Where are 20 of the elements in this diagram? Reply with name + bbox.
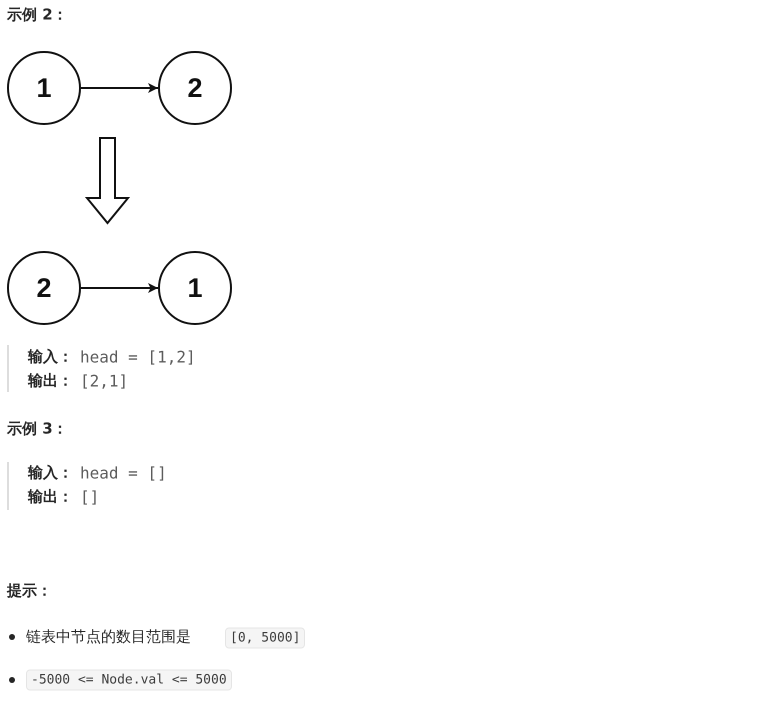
list-node-circle: 2 [158,51,232,125]
code-text: head = [] [80,464,167,482]
section-heading: 提示： [7,582,52,600]
section-heading: 示例 2： [7,6,68,24]
arrow [81,283,158,293]
code-text: head = [1,2] [80,348,196,366]
list-node-circle: 1 [158,251,232,325]
code-text: [] [80,488,100,506]
list-node-circle: 2 [7,251,81,325]
section-heading: 示例 3： [7,420,68,438]
list-node-circle: 1 [7,51,81,125]
inline-code: [0, 5000] [225,628,306,648]
code-text: [2,1] [80,372,128,390]
field-label: 输入： [28,348,73,366]
field-label: 输出： [28,488,73,506]
arrow [81,83,158,93]
list-item-text: 链表中节点的数目范围是 [26,628,191,646]
inline-code: -5000 <= Node.val <= 5000 [26,670,232,690]
field-label: 输出： [28,372,73,390]
field-label: 输入： [28,464,73,482]
